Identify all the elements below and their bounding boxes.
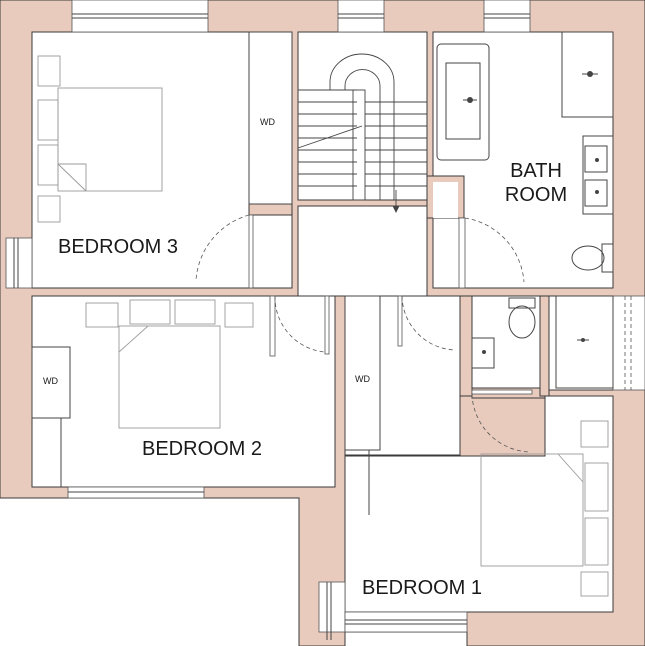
staircase	[297, 53, 427, 214]
label-wd-bedroom3: WD	[260, 117, 275, 127]
partition-stub	[459, 295, 473, 397]
window-top-left	[71, 0, 209, 33]
door-bedroom1	[397, 295, 456, 351]
label-wd-bedroom2: WD	[43, 376, 58, 386]
label-bedroom2: BEDROOM 2	[142, 438, 262, 460]
partition-stub	[539, 295, 550, 397]
toilet-bath	[571, 243, 614, 273]
double-vanity	[582, 135, 614, 215]
window-left-bedroom3	[5, 237, 33, 289]
wardrobe-bedroom3	[248, 31, 293, 205]
partition-stub	[433, 182, 458, 218]
toilet-ensuite	[508, 297, 536, 339]
door-bedroom3	[195, 214, 254, 289]
window-top-bath	[483, 0, 531, 33]
window-top-stair	[337, 0, 385, 33]
label-bathroom-line1: BATH	[510, 160, 562, 182]
door-bedroom2	[269, 295, 330, 357]
door-ensuite	[471, 389, 533, 453]
bed-bedroom3	[37, 55, 163, 223]
window-bottom-bedroom1	[344, 611, 468, 633]
partition-stub	[248, 203, 293, 216]
label-bedroom3: BEDROOM 3	[58, 236, 178, 258]
shower-ensuite	[555, 295, 614, 389]
window-bay-bedroom1	[318, 581, 346, 633]
label-bathroom-line2: ROOM	[505, 184, 567, 206]
window-right-ensuite	[612, 295, 645, 391]
door-bathroom	[458, 217, 525, 289]
basin-ensuite	[471, 337, 495, 369]
wardrobe-bedroom1	[344, 295, 381, 451]
bed-bedroom1	[480, 420, 609, 597]
label-wd-bedroom1: WD	[355, 374, 370, 384]
wardrobe-bedroom2	[31, 346, 71, 419]
bed-bedroom2	[85, 299, 254, 429]
label-bedroom1: BEDROOM 1	[362, 577, 482, 599]
bathtub	[436, 43, 490, 161]
shower-tray-bath	[561, 31, 614, 118]
